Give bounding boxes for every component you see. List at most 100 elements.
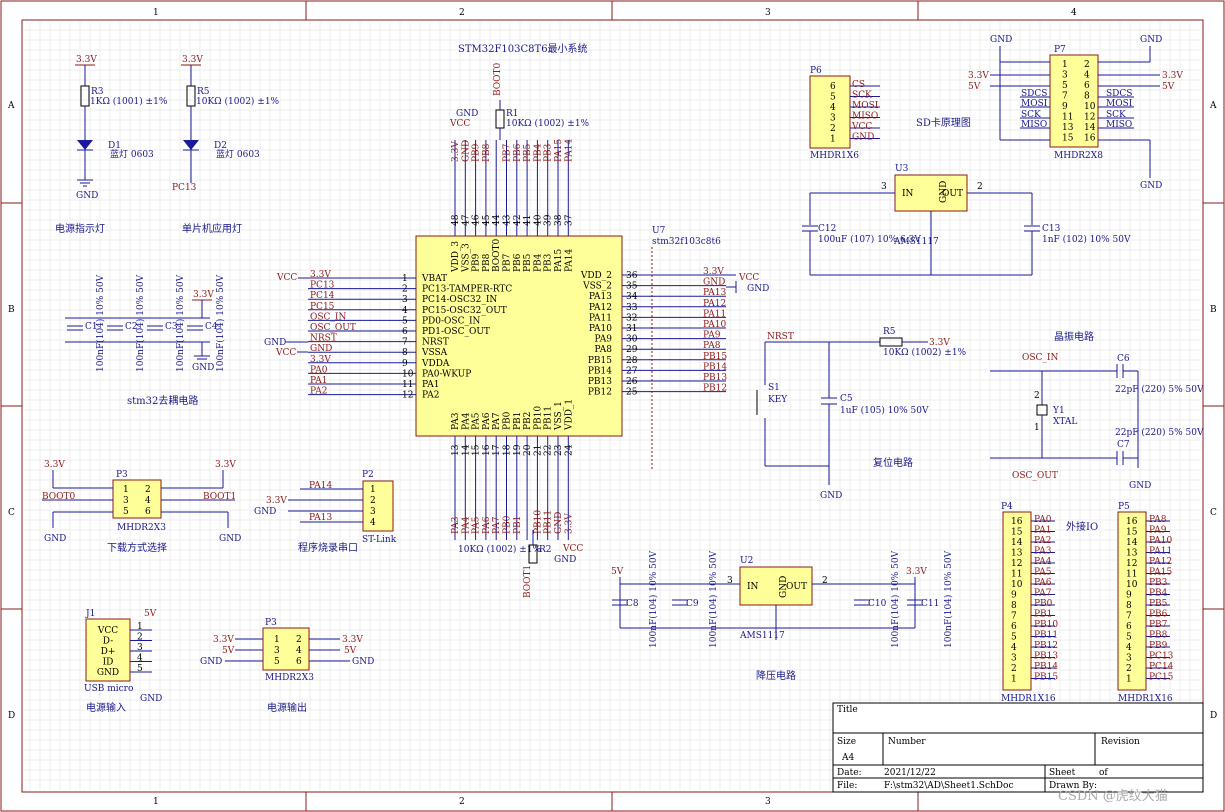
r3-net-label: 3.3V <box>76 55 97 65</box>
mcu-top-pin-name: PA14 <box>564 249 574 272</box>
mcu-top-net: GND <box>461 140 471 162</box>
p5-pins-pin-num: 9 <box>1126 591 1132 601</box>
mcu-part: stm32f103c8t6 <box>652 237 721 247</box>
p2-pin4: 4 <box>370 518 376 528</box>
mcu-chip <box>415 235 623 437</box>
p4-pins-net: PA3 <box>1034 547 1052 557</box>
p7-gnd-left: GND <box>990 35 1012 45</box>
reset-r5-ref: R5 <box>883 327 896 337</box>
p5-pins-net: PB6 <box>1149 610 1168 620</box>
p6-ref: P6 <box>810 66 822 76</box>
p7-pin-left: 13 <box>1062 123 1074 133</box>
title-block: Title Size A4 Number Revision Date: 2021… <box>832 702 1204 793</box>
p4-pins-pin-num: 6 <box>1011 622 1017 632</box>
c6-value: 22pF (220) 5% 50V <box>1115 384 1204 395</box>
mcu-bottom-pin-name: PB0 <box>503 411 513 430</box>
p7-right-net: 5V <box>1162 82 1175 92</box>
power-output-title: 电源输出 <box>267 701 307 714</box>
c5-value: 1uF (105) 10% 50V <box>840 405 929 416</box>
p3dl-boot0: BOOT0 <box>42 492 76 502</box>
p6-pin-num: 2 <box>830 124 836 134</box>
p5-pins-net: PB8 <box>1149 631 1168 641</box>
r2-vcc: VCC <box>562 544 583 554</box>
p4-pins-net: PB1 <box>1034 610 1052 620</box>
p7-right-net: 3.3V <box>1162 71 1183 81</box>
mcu-bottom-pin-name: PA3 <box>451 412 461 430</box>
p4-pins-pin-num: 5 <box>1011 633 1017 643</box>
p5-pins-net: PB3 <box>1149 578 1168 588</box>
decap-value: 100nF(104) 10% 50V <box>175 274 186 372</box>
mcu-top-pin-num: 40 <box>533 214 543 226</box>
r2-value: 10KΩ (1002) ±1% <box>458 544 542 555</box>
p5-pins-net: PA15 <box>1149 568 1172 578</box>
mcu-vcc-left-2: VCC <box>275 348 296 358</box>
mcu-right-pin-name: VDD_2 <box>580 271 612 281</box>
d1-ref: D1 <box>108 141 121 151</box>
c12-ref: C12 <box>818 224 836 234</box>
serial-title: 程序烧录串口 <box>298 541 358 554</box>
p5-pins-pin-num: 11 <box>1126 570 1137 580</box>
mcu-vcc-left: VCC <box>276 273 297 283</box>
p5-pins-pin-num: 13 <box>1126 549 1138 559</box>
reset-title: 复位电路 <box>873 456 913 469</box>
p4-pins-pin-num: 11 <box>1011 570 1022 580</box>
mcu-left-pin-name: PA1 <box>422 380 439 390</box>
p5-pins-net: PB7 <box>1149 620 1168 630</box>
p3out-pin4: 4 <box>296 646 302 656</box>
mcu-bottom-pin-num: 18 <box>503 444 513 456</box>
mcu-bottom-net: 3.3V <box>564 513 574 534</box>
j1-ref: J1 <box>85 609 95 619</box>
stlink-header: P2 ST-Link 1 2 3 4 PA14 3.3V GND PA13 程序… <box>254 470 397 554</box>
mcu-bottom-net: GND <box>554 512 564 534</box>
col-label-1: 1 <box>153 8 159 18</box>
u3-ref: U3 <box>895 164 909 174</box>
mcu-left-net: PC13 <box>310 281 335 291</box>
regulator-title: 降压电路 <box>756 669 796 682</box>
decap-ref: C4 <box>205 322 218 332</box>
mcu-right-pin-name: PB14 <box>588 366 612 376</box>
mcu-top-pin-num: 38 <box>554 214 564 226</box>
p7-ref: P7 <box>1054 45 1066 55</box>
p3out-ref: P3 <box>265 618 277 628</box>
c7-value: 22pF (220) 5% 50V <box>1115 427 1204 438</box>
tb-date-label: Date: <box>837 768 862 778</box>
decap-ref: C1 <box>85 322 98 332</box>
mcu-right-pin-name: PA10 <box>589 324 612 334</box>
mcu-bottom-net: PB1 <box>513 516 523 534</box>
mcu-bottom-pin-num: 13 <box>451 444 461 456</box>
mcu-right-net: PA13 <box>703 288 726 298</box>
mcu-top-net: 3.3V <box>451 141 461 162</box>
p5-pins-pin-num: 8 <box>1126 601 1132 611</box>
mcu-bottom-net: PB0 <box>503 515 513 534</box>
p7-pin-left: 9 <box>1062 102 1068 112</box>
p2-pin1: 1 <box>370 485 376 495</box>
power-led-title: 电源指示灯 <box>55 222 105 235</box>
mcu-right-net: 3.3V <box>703 267 724 277</box>
j1-pin-name: GND <box>97 668 119 678</box>
reset-circuit: NRST R5 10KΩ (1002) ±1% 3.3V S1 KEY C5 1… <box>756 327 967 501</box>
tb-title-label: Title <box>837 705 858 715</box>
mcu-left-net: NRST <box>310 334 337 344</box>
r3-value: 1KΩ (1001) ±1% <box>90 96 168 107</box>
p7-pin-right: 4 <box>1084 71 1090 81</box>
mcu-top-pin-num: 37 <box>564 214 574 226</box>
mcu-bottom-pin-num: 23 <box>554 444 564 456</box>
p3dl-gnd-right: GND <box>219 534 241 544</box>
p2-net2: 3.3V <box>266 496 287 506</box>
j1-net: 5V <box>144 609 157 619</box>
mcu-left-net: OSC_OUT <box>310 323 356 333</box>
mcu-ref: U7 <box>652 226 666 236</box>
mcu-top-pin-name: PB4 <box>533 253 543 272</box>
p7-pin-left: 7 <box>1062 92 1068 102</box>
decap-gnd: GND <box>192 363 214 373</box>
mcu-bottom-pin-name: PA6 <box>482 412 492 430</box>
mcu-right-pin-num: 33 <box>626 303 638 313</box>
mcu-top-pin-name: PB6 <box>513 253 523 272</box>
mcu-left-pin-name: VBAT <box>421 274 447 284</box>
p7-left-net: SCK <box>1021 110 1041 120</box>
p5-pins-net: PC14 <box>1149 662 1174 672</box>
j1-pin-name: ID <box>103 658 114 668</box>
mcu-right-pin-name: PA13 <box>589 292 612 302</box>
p4-pins-pin-num: 14 <box>1011 538 1023 548</box>
